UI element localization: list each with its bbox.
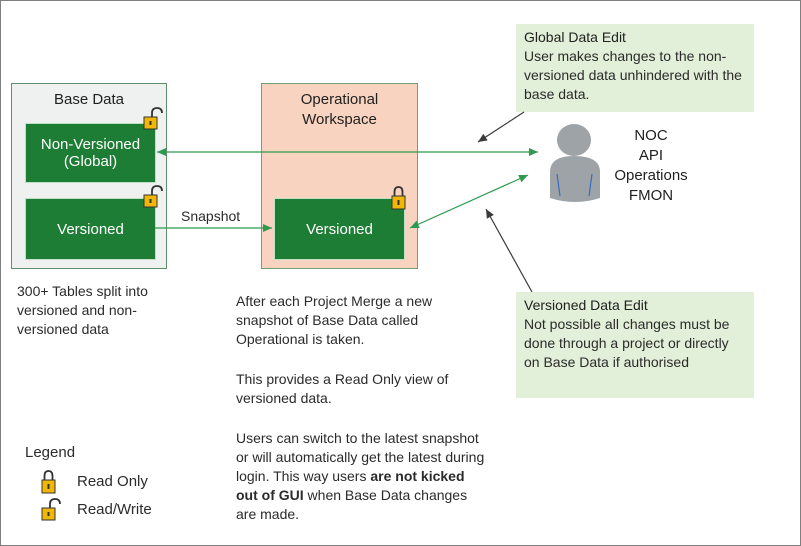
description-para3: Users can switch to the latest snapshot … [236,429,486,524]
non-versioned-label: Non-Versioned [40,136,141,153]
base-data-caption: 300+ Tables split into versioned and non… [17,283,148,337]
global-edit-callout-arrow [477,111,525,143]
actor-fmon: FMON [628,187,674,204]
base-data-title: Base Data [53,91,125,108]
base-versioned-box: Versioned [25,198,156,260]
global-edit-heading: Global Data Edit [524,29,626,45]
description-para3-a: Users can switch to the latest snapshot … [236,430,485,484]
lock-open-icon [143,107,163,130]
global-edit-note: Global Data Edit User makes changes to t… [516,24,754,112]
operational-title-line1: Operational [300,91,379,108]
non-versioned-sub: (Global) [63,153,118,170]
actor-labels: NOC API Operations FMON [603,126,699,206]
description-para1: After each Project Merge a new snapshot … [236,293,433,347]
actor-api: API [638,147,664,164]
snapshot-label: Snapshot [181,208,241,224]
actor-noc: NOC [634,127,668,144]
versioned-edit-note: Versioned Data Edit Not possible all cha… [516,292,754,398]
description-para2: This provides a Read Only view of versio… [236,371,449,406]
versioned-edit-callout-arrow [485,208,533,293]
legend-read-write-label: Read/Write [77,501,152,518]
legend-read-only-label: Read Only [77,473,148,490]
user-icon [550,124,600,202]
ops-versioned-box: Versioned [274,198,405,260]
operational-title-line2: Workspace [302,111,377,128]
lock-open-icon [143,185,163,208]
ops-read-arrow [409,174,529,229]
lock-closed-icon [41,470,56,494]
actor-operations: Operations [614,167,688,184]
base-versioned-label: Versioned [57,220,124,238]
base-non-versioned-box: Non-Versioned (Global) [25,123,156,183]
versioned-edit-body: Not possible all changes must be done th… [524,316,730,370]
versioned-edit-heading: Versioned Data Edit [524,297,648,313]
legend-title: Legend [25,444,76,461]
lock-open-icon [41,498,61,521]
global-edit-body: User makes changes to the non-versioned … [524,48,742,102]
description-para3-b: when Base Data changes are made. [236,487,468,522]
lock-closed-icon [391,186,406,210]
description-para3-bold: are not kicked out of GUI [236,468,465,503]
ops-versioned-label: Versioned [306,220,373,238]
